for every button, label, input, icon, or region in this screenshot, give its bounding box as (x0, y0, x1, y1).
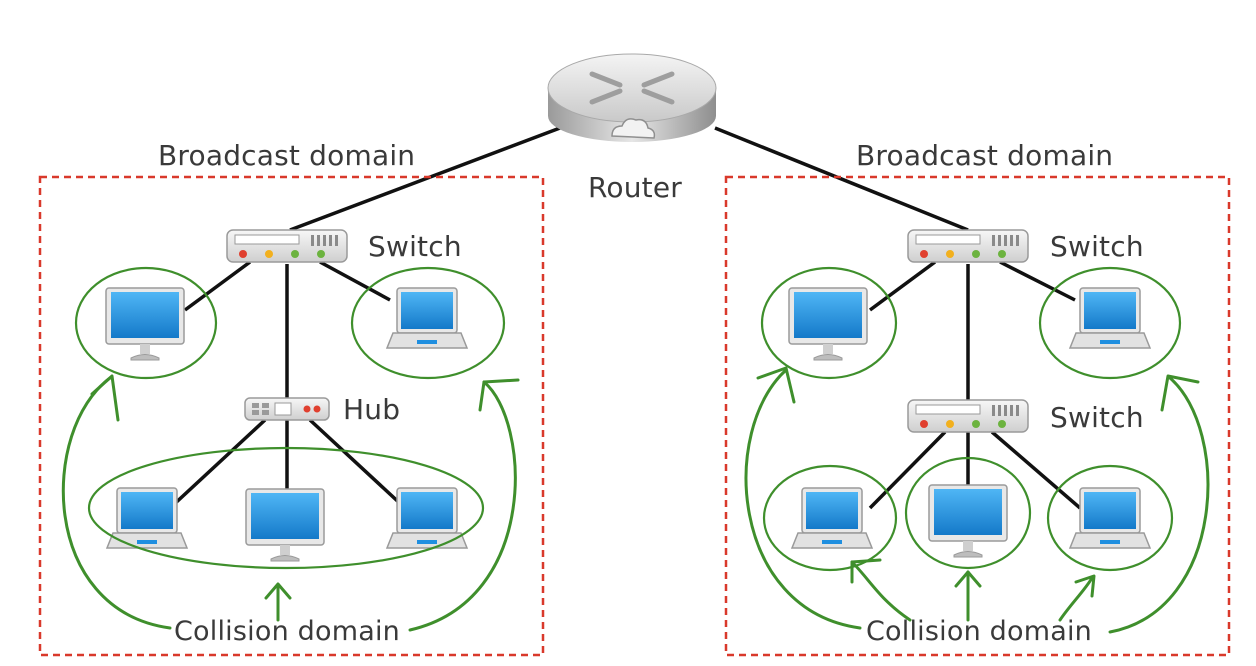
cable (868, 260, 937, 312)
collision-domain-ellipse (1038, 266, 1182, 380)
desktop-icon (788, 287, 868, 361)
arrowhead (1074, 574, 1096, 598)
collision-domain-label-right: Collision domain (866, 616, 1092, 647)
arrowhead (264, 582, 292, 600)
hub-label: Hub (343, 393, 401, 426)
switch-icon (907, 229, 1029, 263)
arrowhead (954, 570, 982, 588)
laptop-icon (791, 487, 873, 549)
cable-router-left (289, 126, 561, 232)
arrowhead (850, 558, 882, 584)
collision-domain-label-left: Collision domain (174, 616, 400, 647)
collision-domain-ellipse (350, 266, 506, 380)
collision-domain-ellipse (760, 266, 898, 380)
cables (168, 126, 1082, 510)
broadcast-domain-left (38, 175, 545, 657)
arrow (744, 368, 862, 630)
collision-arrows (61, 366, 1210, 634)
switch-icon (907, 399, 1029, 433)
hub-icon (244, 397, 330, 421)
cable (319, 260, 391, 302)
switch-label-right-top: Switch (1050, 230, 1144, 263)
arrow (1108, 376, 1210, 634)
cable-router-right (714, 126, 969, 232)
collision-domain-ellipse (762, 464, 898, 572)
cable (183, 260, 252, 312)
cable (168, 418, 267, 510)
laptop-icon (1069, 487, 1151, 549)
broadcast-domain-label-left: Broadcast domain (158, 139, 416, 172)
arrow (408, 380, 517, 632)
arrow (850, 560, 912, 622)
cable (990, 430, 1082, 510)
broadcast-domain-right (724, 175, 1231, 657)
collision-domain-ellipse (1046, 464, 1174, 572)
arrowhead (756, 366, 796, 404)
router-label: Router (588, 171, 682, 204)
arrowhead (478, 378, 520, 412)
laptop-icon (386, 287, 468, 349)
collision-domain-ellipse (904, 456, 1032, 570)
switch-icon (226, 229, 348, 263)
desktop-icon (105, 287, 185, 361)
switch-label-right-bottom: Switch (1050, 401, 1144, 434)
laptop-icon (1069, 287, 1151, 349)
desktop-icon (928, 484, 1008, 558)
arrowhead (1160, 374, 1200, 412)
switch-label-left: Switch (368, 230, 462, 263)
arrow (61, 376, 172, 630)
cable (868, 430, 947, 510)
collision-domain-ellipse (87, 446, 485, 570)
cable (999, 260, 1076, 302)
router-icon (547, 53, 717, 142)
desktop-icon (245, 488, 325, 562)
arrow (1058, 576, 1094, 622)
cable (308, 418, 407, 510)
collision-domain-ellipse (74, 266, 218, 380)
broadcast-domain-label-right: Broadcast domain (856, 139, 1114, 172)
arrowhead (90, 374, 120, 422)
